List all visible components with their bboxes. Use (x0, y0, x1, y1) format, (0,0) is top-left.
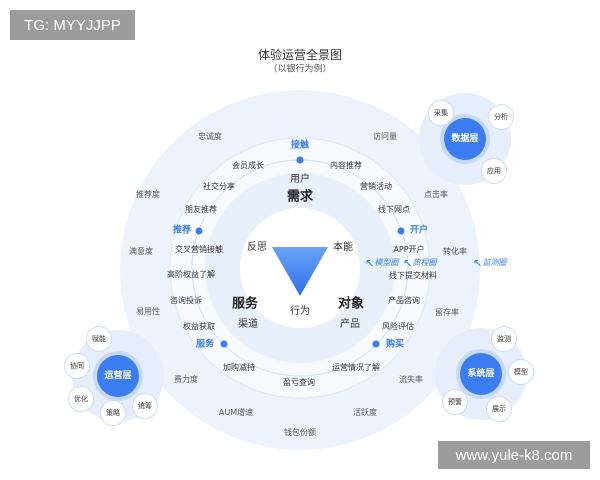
stage-recommend: 推荐 (172, 225, 192, 236)
operation-layer-item-empower: 赋能 (86, 326, 112, 352)
stage-dot-service (220, 340, 228, 348)
circle-tag-model: 模型圈 (366, 259, 399, 267)
touchpoint-operations-overview: 运营情况了解 (332, 363, 380, 372)
touchpoint-inquiry-complaint: 咨询投诉 (170, 296, 202, 305)
operation-layer-item-strategy: 策略 (100, 400, 126, 426)
core-behavior: 行为 (290, 306, 310, 317)
system-layer-item-display: 展示 (486, 396, 512, 422)
operation-layer-item-collaborate: 协同 (64, 353, 90, 379)
stage-dot-recommend (195, 227, 203, 235)
touchpoint-benefit-redemption: 权益获取 (183, 322, 215, 331)
metric-churn-rate: 流失率 (399, 375, 423, 384)
touchpoint-cross-selling: 交叉营销接触 (175, 245, 223, 254)
touchpoint-marketing-campaign: 营销活动 (360, 182, 392, 191)
diagram-title: 体验运营全景图 (257, 48, 343, 62)
core-reflection: 反思 (247, 242, 267, 253)
stage-contact: 接触 (290, 140, 310, 151)
stage-dot-purchase (372, 340, 380, 348)
metric-aum-growth: AUM增速 (218, 408, 254, 417)
metric-retention-rate: 留存率 (435, 308, 459, 317)
stage-service: 服务 (195, 339, 215, 350)
diagram-subtitle: （以银行为例） (268, 64, 332, 75)
touchpoint-content-recommendation: 内容推荐 (330, 161, 362, 170)
system-layer-item-alert: 预警 (442, 389, 468, 415)
core-channel: 渠道 (238, 319, 258, 330)
core-object: 对象 (337, 296, 365, 312)
core-product: 产品 (340, 319, 360, 330)
watermark-top-left: TG: MYYJJPP (10, 10, 135, 40)
data-layer-node: 数据层 (444, 118, 486, 160)
metric-visits: 访问量 (373, 132, 397, 141)
data-layer-item-collect: 采集 (428, 100, 454, 126)
touchpoint-premium-benefits: 高阶权益了解 (167, 270, 215, 279)
metric-wallet-share: 钱包份额 (284, 428, 316, 437)
metric-satisfaction: 满意度 (129, 247, 153, 256)
touchpoint-risk-assessment: 风险评估 (382, 322, 414, 331)
data-layer-item-analyze: 分析 (488, 104, 514, 130)
core-user: 用户 (290, 174, 310, 185)
core-service: 服务 (231, 296, 259, 312)
system-layer-item-monitor: 监测 (491, 326, 517, 352)
touchpoint-offline-branch: 线下网点 (378, 205, 410, 214)
touchpoint-pnl-query: 盈亏查询 (283, 378, 315, 387)
stage-purchase: 购买 (385, 339, 405, 350)
circle-tag-label: 旅程圈 (412, 258, 437, 267)
metric-activity: 活跃度 (353, 408, 377, 417)
stage-dot-contact (296, 156, 304, 164)
operation-layer-item-coordinate: 统筹 (132, 393, 158, 419)
metric-loyalty: 忠诚度 (198, 132, 222, 141)
circle-tag-journey: 旅程圈 (404, 259, 437, 267)
operation-layer-item-optimize: 优化 (68, 386, 94, 412)
circle-tag-label: 模型圈 (374, 258, 399, 267)
touchpoint-offline-documents: 线下提交材料 (389, 271, 437, 280)
metric-conversion-rate: 转化率 (443, 247, 467, 256)
metric-recommendation: 推荐度 (136, 190, 160, 199)
arrow-icon (474, 260, 481, 267)
circle-tag-label: 监测圈 (482, 258, 507, 267)
metric-usability: 易用性 (136, 307, 160, 316)
core-triangle (272, 247, 328, 296)
touchpoint-position-adjust: 加购减持 (223, 363, 255, 372)
stage-dot-account-opening (397, 227, 405, 235)
touchpoint-social-sharing: 社交分享 (203, 182, 235, 191)
arrow-icon (366, 260, 373, 267)
touchpoint-member-growth: 会员成长 (232, 161, 264, 170)
stage-account-opening: 开户 (409, 225, 429, 236)
touchpoint-app-account-opening: APP开户 (393, 245, 425, 254)
system-layer-item-model: 模型 (508, 359, 534, 385)
touchpoint-product-inquiry: 产品咨询 (388, 296, 420, 305)
data-layer-item-apply: 应用 (481, 158, 507, 184)
touchpoint-friend-referral: 朋友推荐 (185, 205, 217, 214)
arrow-icon (404, 260, 411, 267)
operation-layer-node: 运营层 (97, 355, 139, 397)
metric-effort: 费力度 (174, 375, 198, 384)
system-layer-node: 系统层 (460, 353, 502, 395)
core-demand: 需求 (286, 189, 314, 205)
watermark-bottom-right: www.yule-k8.com (438, 441, 590, 469)
metric-click-rate: 点击率 (424, 190, 448, 199)
circle-tag-monitoring: 监测圈 (474, 259, 507, 267)
core-instinct: 本能 (333, 242, 353, 253)
